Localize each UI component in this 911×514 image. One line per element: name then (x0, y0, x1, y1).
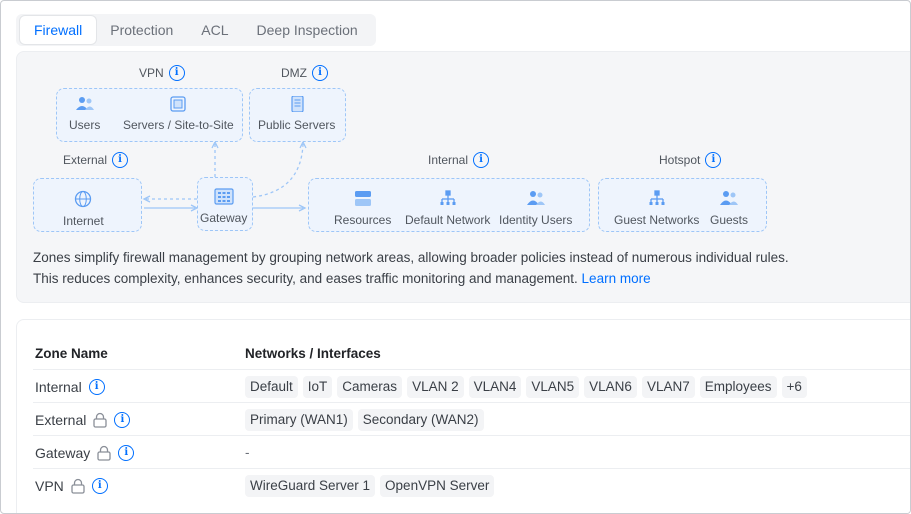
network-chip: VLAN4 (468, 375, 522, 398)
tab-protection[interactable]: Protection (110, 22, 174, 38)
info-icon[interactable]: i (118, 444, 135, 461)
network-chip: Cameras (337, 375, 403, 398)
network-chip: VLAN 2 (407, 375, 464, 398)
node-users: Users (69, 96, 100, 132)
zone-name-cell: Internal i (35, 370, 105, 403)
column-header-networks: Networks / Interfaces (245, 346, 381, 361)
learn-more-link[interactable]: Learn more (581, 271, 651, 286)
network-chip: Secondary (WAN2) (357, 408, 484, 431)
globe-icon (75, 190, 92, 208)
lock-icon (97, 445, 111, 461)
users-icon (720, 191, 738, 205)
zone-name-cell: Gateway i (35, 436, 135, 469)
network-chip: Primary (WAN1) (245, 408, 353, 431)
zone-name: External (35, 411, 87, 428)
info-icon[interactable]: i (114, 411, 131, 428)
network-chip: IoT (302, 375, 333, 398)
diagram-connectors (142, 140, 307, 212)
zone-name: Gateway (35, 444, 91, 461)
tab-deep-inspection[interactable]: Deep Inspection (256, 22, 358, 38)
network-chip: VLAN5 (526, 375, 580, 398)
node-gateway: Gateway (200, 188, 247, 225)
zones-description: Zones simplify firewall management by gr… (33, 250, 789, 286)
networks-cell: - (245, 436, 250, 469)
network-tree-icon (649, 190, 665, 205)
networks-cell: Primary (WAN1)Secondary (WAN2) (245, 403, 484, 436)
lock-icon (93, 412, 108, 428)
vpn-zone-box (56, 88, 243, 142)
tab-firewall[interactable]: Firewall (20, 16, 97, 44)
tab-acl[interactable]: ACL (201, 22, 229, 38)
network-chip: WireGuard Server 1 (245, 474, 376, 497)
network-tree-icon (440, 190, 456, 205)
empty-value: - (245, 445, 250, 460)
users-icon (75, 97, 94, 110)
info-icon[interactable]: i (705, 152, 722, 168)
more-networks-chip[interactable]: +6 (781, 375, 807, 398)
column-header-zone-name: Zone Name (35, 346, 108, 361)
document-server-icon (291, 96, 304, 112)
lock-icon (71, 478, 85, 494)
node-resources: Resources (334, 190, 391, 227)
tab-bar: Firewall Protection ACL Deep Inspection (16, 14, 376, 46)
server-icon (170, 96, 186, 112)
network-chip: VLAN6 (584, 375, 637, 398)
info-icon[interactable]: i (473, 152, 490, 168)
info-icon[interactable]: i (91, 477, 108, 494)
network-chip: VLAN7 (641, 375, 695, 398)
zone-name: VPN (35, 477, 64, 494)
node-identity-users: Identity Users (499, 190, 572, 227)
network-chip: OpenVPN Server (380, 474, 495, 497)
zone-name: Internal (35, 378, 82, 395)
network-chip: Default (245, 375, 298, 398)
hotspot-zone-box (598, 178, 767, 232)
gateway-icon (214, 188, 234, 205)
zone-name-cell: External i (35, 403, 131, 436)
database-icon (354, 191, 371, 206)
network-chip: Employees (699, 375, 777, 398)
info-icon[interactable]: i (112, 152, 129, 168)
zone-name-cell: VPN i (35, 469, 108, 502)
node-default-network: Default Network (405, 190, 490, 227)
node-public-servers: Public Servers (258, 96, 335, 132)
node-internet: Internet (63, 190, 104, 228)
node-servers-site-to-site: Servers / Site-to-Site (123, 96, 234, 132)
node-guests: Guests (710, 190, 748, 227)
node-guest-networks: Guest Networks (614, 190, 699, 227)
table-row[interactable]: Gateway i - (33, 435, 910, 469)
users-icon (526, 191, 545, 205)
info-icon[interactable]: i (168, 65, 185, 81)
table-row[interactable]: External i Primary (WAN1)Secondary (WAN2) (33, 402, 910, 436)
info-icon[interactable]: i (88, 378, 105, 395)
info-icon[interactable]: i (312, 65, 328, 81)
